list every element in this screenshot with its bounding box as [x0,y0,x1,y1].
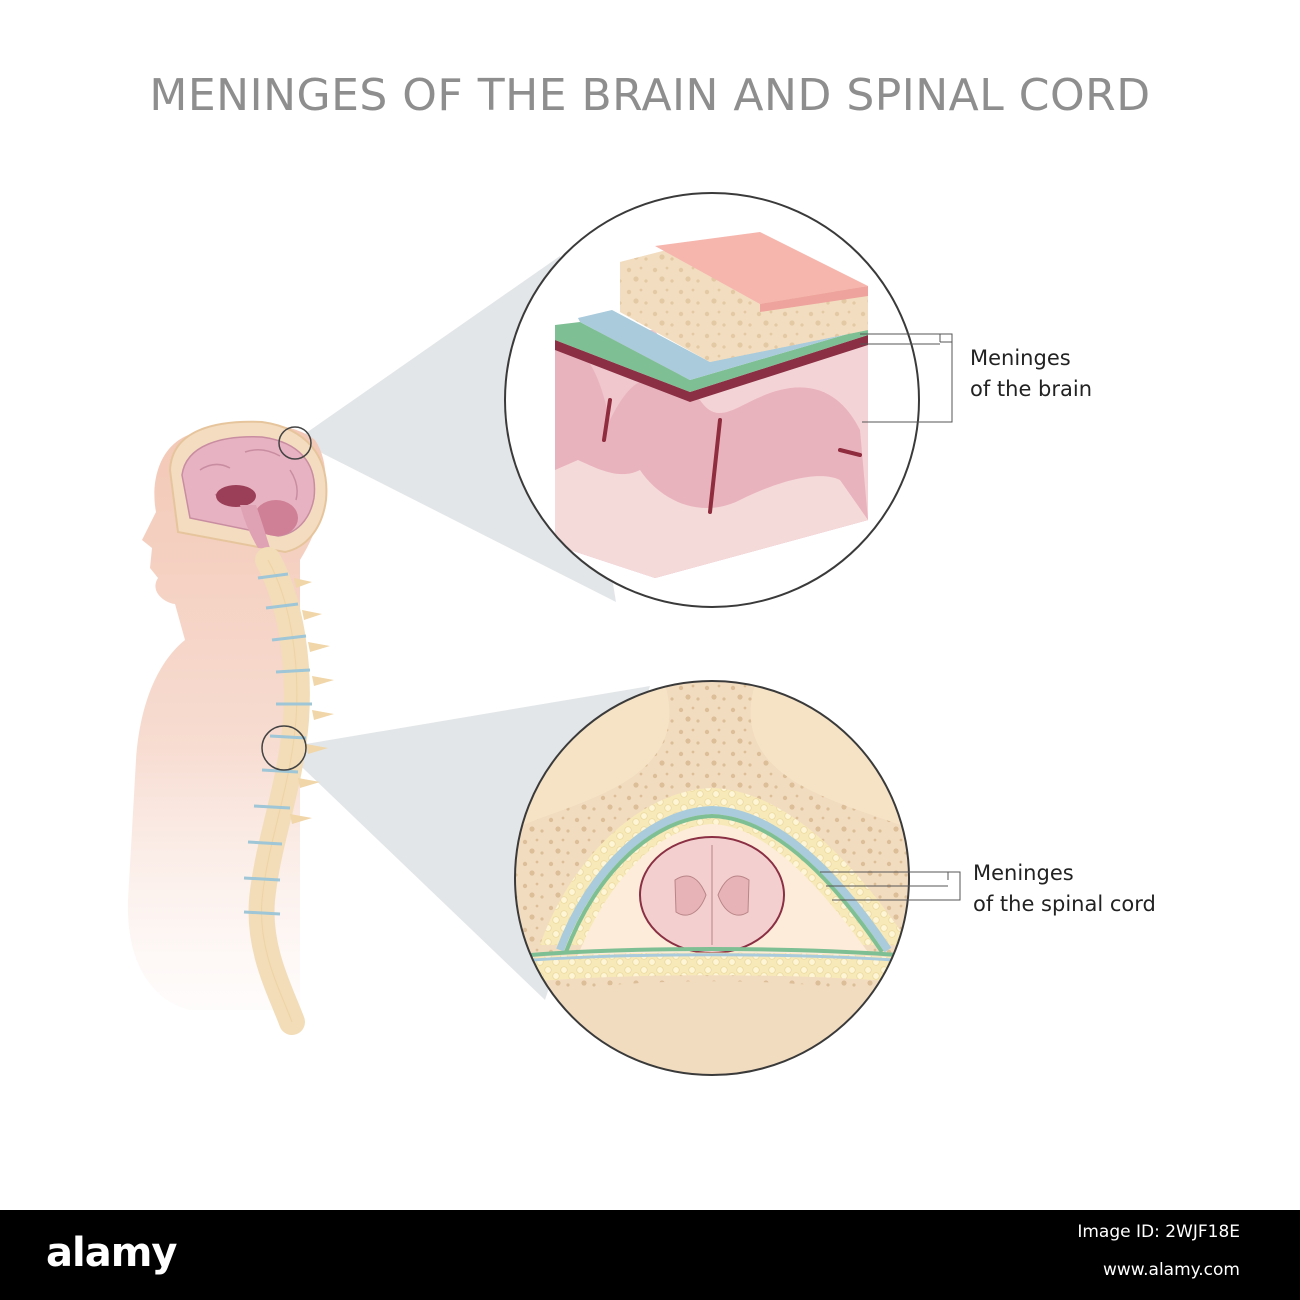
brain-meninges-closeup [504,192,920,608]
spine [243,547,334,1035]
brain-meninges-label: Meninges of the brain [970,343,1092,405]
spinal-cord-callout-lines [820,871,961,901]
cord-label-line1: Meninges [973,861,1074,885]
meninges-illustration [127,192,961,1076]
page-title: MENINGES OF THE BRAIN AND SPINAL CORD [149,70,1151,121]
site-url[interactable]: www.alamy.com [1102,1260,1240,1280]
brain-label-line2: of the brain [970,377,1093,401]
image-id: Image ID: 2WJF18E [1077,1222,1240,1242]
cord-label-line2: of the spinal cord [973,892,1156,916]
brain-callout-lines [860,333,953,423]
brain-label-line1: Meninges [970,346,1071,370]
spinal-cord-meninges-label: Meninges of the spinal cord [973,858,1156,920]
footer-bar: alamy Image ID: 2WJF18E www.alamy.com [0,1210,1300,1300]
alamy-logo[interactable]: alamy [46,1230,177,1276]
head-brain [168,420,328,554]
